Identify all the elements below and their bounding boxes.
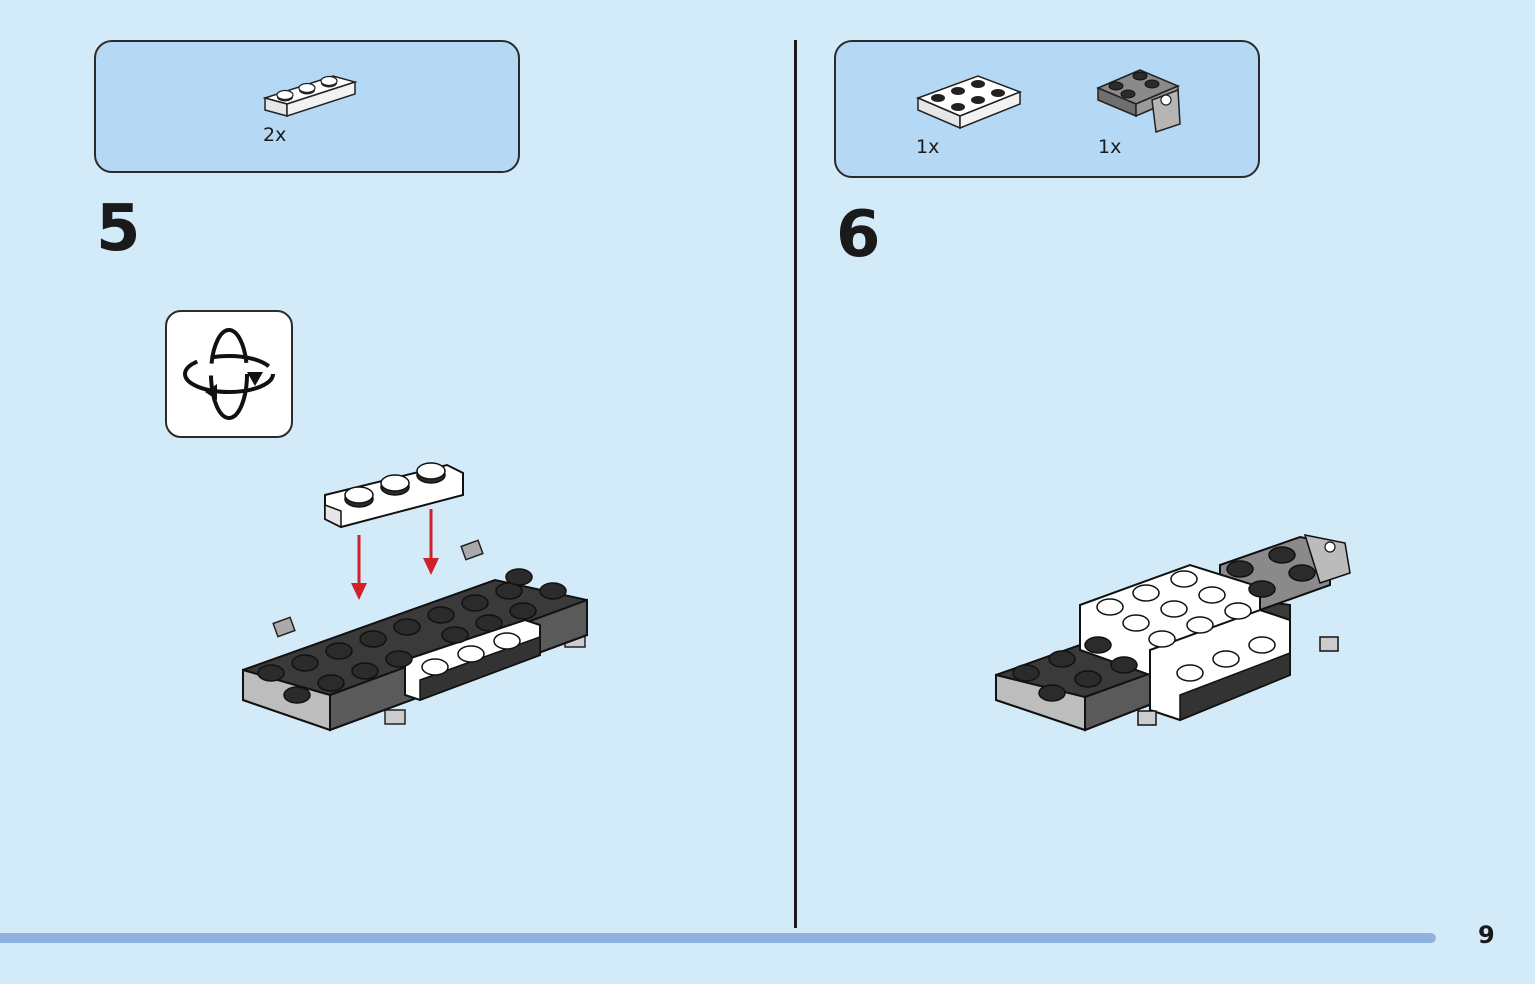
step-5-parts-box: 2x	[94, 40, 520, 173]
dark-studs	[1012, 546, 1316, 702]
step-5-model-illustration	[242, 462, 588, 732]
step-number: 5	[96, 192, 141, 266]
part-quantity: 2x	[263, 124, 287, 146]
new-plate-1x3	[324, 462, 464, 529]
part-quantity: 1x	[1098, 136, 1122, 158]
chassis-studs	[257, 568, 567, 704]
white-studs	[1096, 570, 1276, 682]
step-number: 6	[836, 198, 881, 272]
page-divider	[794, 40, 797, 928]
plate-with-clip-gray-part	[1096, 69, 1181, 134]
plate-2x3-white-part	[915, 75, 1023, 130]
step-6-parts-box: 1x 1x	[834, 40, 1260, 178]
plate-1x3-white-part	[262, 75, 358, 118]
step-6-model-illustration	[995, 534, 1351, 732]
rotate-hint-box	[165, 310, 293, 438]
rotate-model-icon	[183, 328, 275, 420]
part-quantity: 1x	[916, 136, 940, 158]
progress-bar	[0, 933, 1436, 943]
page-number: 9	[1478, 921, 1495, 949]
white-plate-studs	[421, 632, 521, 676]
placement-arrows	[351, 509, 439, 600]
